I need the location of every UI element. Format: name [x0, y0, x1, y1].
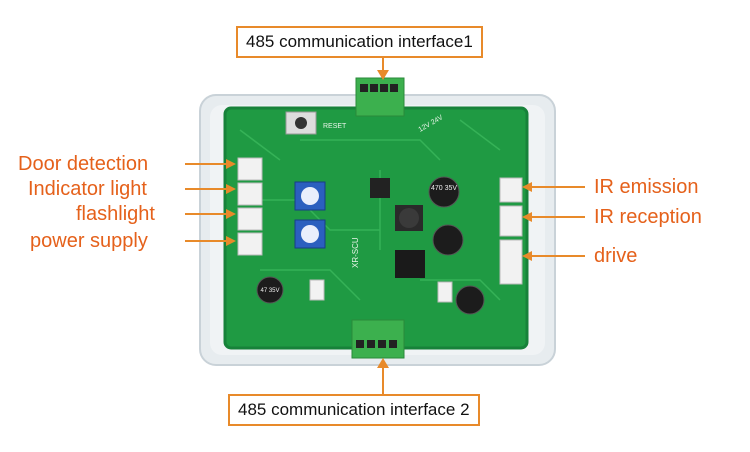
capacitors: 470 35V 47 35V	[256, 176, 485, 315]
flashlight-label: flashlight	[76, 203, 155, 225]
regulator-chip	[395, 250, 425, 278]
ir-reception-connector	[499, 205, 523, 237]
drive-connector	[499, 239, 523, 285]
indicator-light-label: Indicator light	[28, 178, 147, 200]
power-supply-label: power supply	[30, 230, 148, 252]
cap-small-label: 47 35V	[260, 288, 279, 294]
power-supply-connector	[237, 232, 263, 256]
indicator-light-connector	[237, 182, 263, 206]
pcb-traces	[239, 119, 501, 301]
top-interface-label: 485 communication interface1	[246, 32, 473, 51]
pcb-board	[225, 108, 527, 348]
terminal-block-bottom	[351, 319, 405, 359]
bottom-interface-label: 485 communication interface 2	[238, 400, 470, 419]
flashlight-connector	[237, 207, 263, 231]
drive-label: drive	[594, 245, 638, 267]
reset-button	[285, 111, 317, 135]
left-connectors	[237, 157, 263, 256]
door-detection-label: Door detection	[18, 153, 149, 175]
ir-emission-label: IR emission	[594, 176, 699, 198]
reset-silkscreen: RESET	[323, 123, 347, 130]
ir-emission-connector	[499, 177, 523, 203]
terminal-block-top	[355, 77, 405, 117]
dip-switches	[294, 181, 326, 249]
ic-chip	[370, 178, 390, 198]
model-silkscreen: XR-SCU	[351, 237, 360, 268]
aux-connector-left	[309, 279, 325, 301]
callout-lines	[185, 56, 585, 394]
ir-reception-label: IR reception	[594, 206, 702, 228]
bottom-interface-callout: 485 communication interface 2	[228, 394, 480, 426]
aux-connector-right	[437, 281, 453, 303]
door-detection-connector	[237, 157, 263, 181]
cap-1-label: 470 35V	[431, 185, 457, 192]
top-interface-callout: 485 communication interface1	[236, 26, 483, 58]
right-connectors	[499, 177, 523, 285]
